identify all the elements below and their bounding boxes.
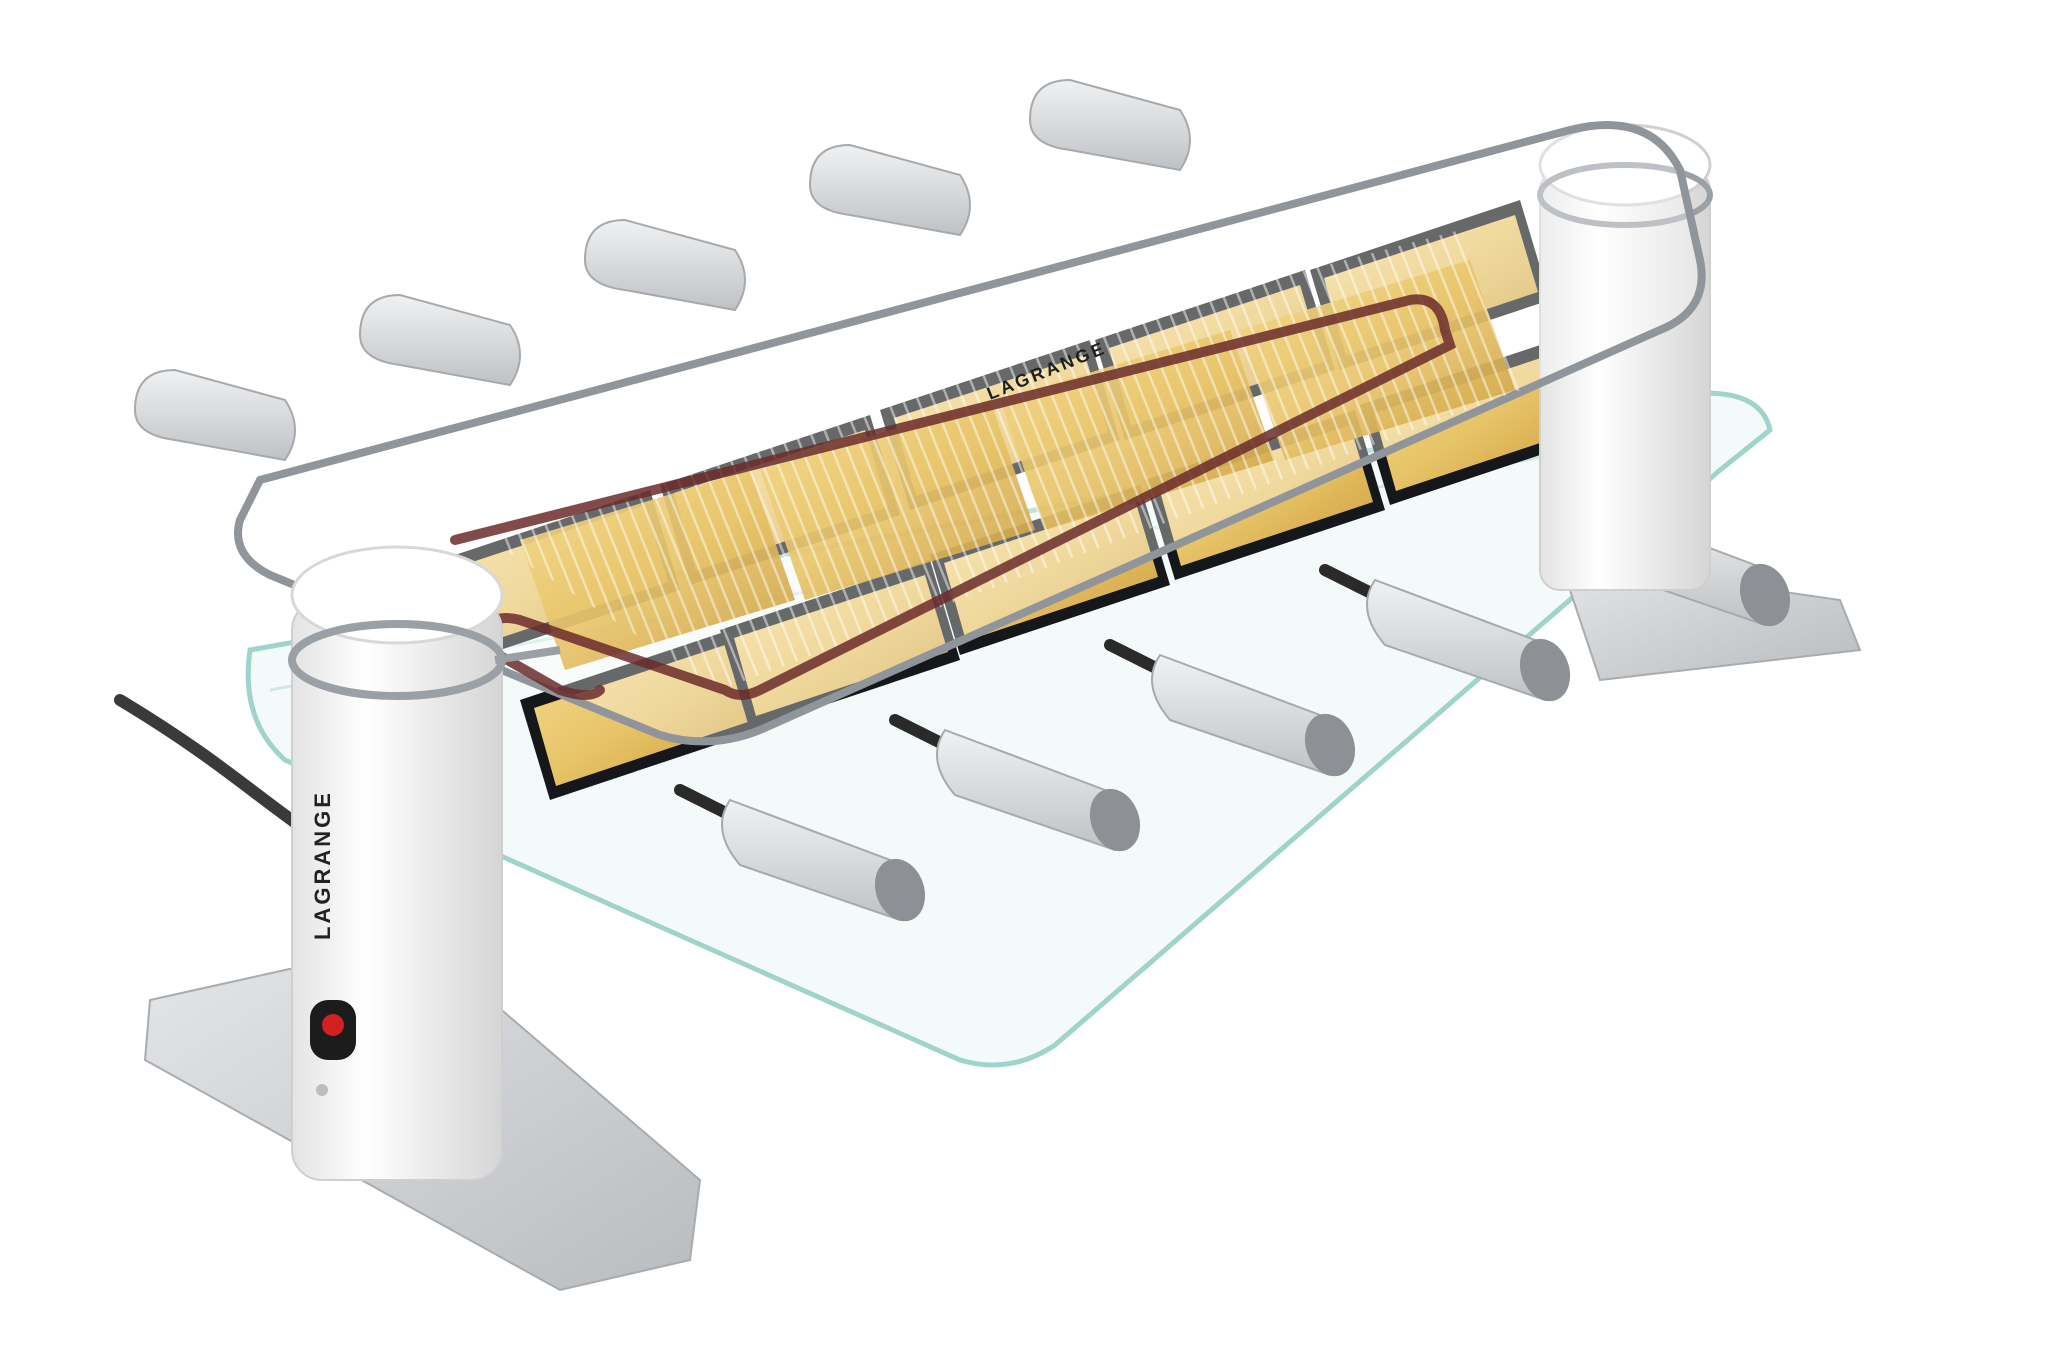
- grill-plate: LAGRANGE: [234, 121, 1706, 746]
- indicator-dot: [316, 1084, 328, 1096]
- pan-handle[interactable]: [583, 218, 746, 312]
- column-brand-label: LAGRANGE: [310, 790, 335, 940]
- column-left: LAGRANGE: [288, 545, 561, 1181]
- power-switch-icon[interactable]: [310, 1000, 356, 1060]
- pan-handle[interactable]: [808, 143, 971, 237]
- pan-handle[interactable]: [674, 784, 933, 928]
- pan-handle[interactable]: [889, 714, 1148, 858]
- pan-handle[interactable]: [1028, 78, 1191, 172]
- pan-handle[interactable]: [1319, 564, 1578, 708]
- pan-handle[interactable]: [133, 368, 296, 462]
- pan-handle[interactable]: [358, 293, 521, 387]
- heating-element: [450, 294, 1457, 700]
- back-handles: [133, 78, 1191, 462]
- pan-handle[interactable]: [1104, 639, 1363, 783]
